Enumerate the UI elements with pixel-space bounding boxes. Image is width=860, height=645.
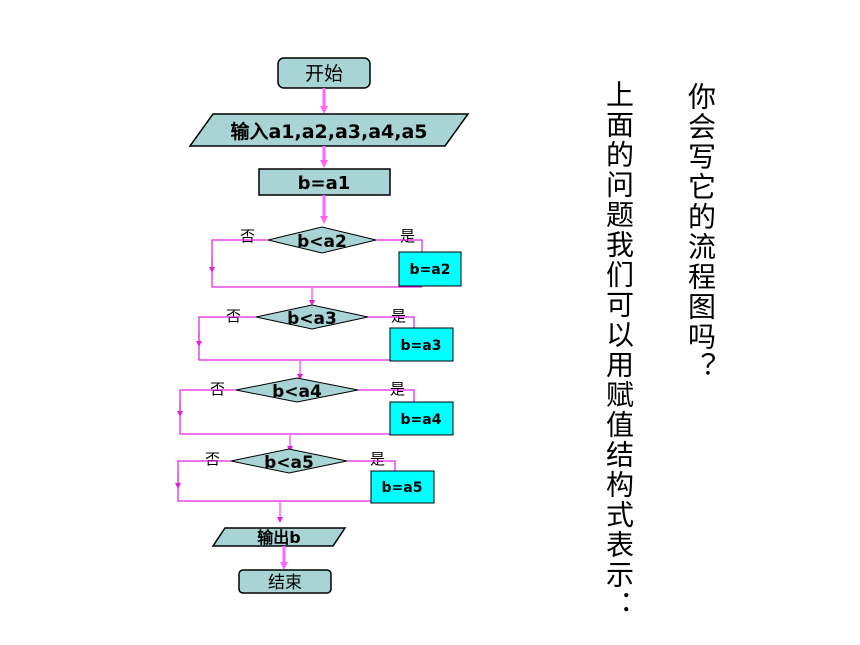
decision-cond-4: b<a5: [264, 453, 314, 473]
output-node: [211, 527, 347, 547]
start-label: 开始: [305, 63, 343, 85]
input-node: [188, 113, 470, 147]
action-node-4: [370, 470, 435, 504]
decision-no-2: 否: [226, 307, 241, 325]
action-label-2: b=a3: [401, 338, 442, 354]
decision-yes-2: 是: [391, 307, 406, 325]
decision-block-1: b<a2 否 是 b=a2: [209, 226, 462, 306]
action-node-2: [389, 327, 454, 362]
decision-no-1: 否: [240, 227, 255, 245]
end-terminal: [238, 569, 332, 594]
init-node: [258, 168, 391, 196]
action-label-1: b=a2: [410, 262, 451, 278]
decision-no-4: 否: [205, 450, 220, 468]
decision-yes-1: 是: [400, 227, 415, 245]
end-label: 结束: [268, 573, 302, 593]
decision-cond-3: b<a4: [272, 382, 322, 402]
decision-cond-2: b<a3: [287, 309, 337, 329]
statement-text: 上面的问题我们可以用赋值结构式表示：: [602, 80, 635, 620]
decision-cond-1: b<a2: [297, 232, 347, 252]
decision-block-2: b<a3 否 是 b=a3: [196, 304, 454, 380]
decision-yes-path-3: [358, 389, 415, 402]
decision-block-3: b<a4 否 是 b=a4: [177, 377, 454, 452]
decision-yes-3: 是: [390, 380, 405, 398]
action-node-3: [389, 401, 454, 436]
input-label: 输入a1,a2,a3,a4,a5: [230, 120, 427, 143]
decision-yes-path-1: [376, 239, 423, 252]
decision-no-3: 否: [210, 380, 225, 398]
action-node-1: [398, 251, 462, 287]
question-text: 你会写它的流程图吗？: [684, 82, 717, 382]
output-label: 输出b: [257, 528, 300, 547]
action-label-4: b=a5: [382, 480, 423, 496]
init-label: b=a1: [298, 173, 351, 194]
decision-block-4: b<a5 否 是 b=a5: [175, 448, 435, 523]
decision-yes-path-2: [368, 316, 415, 328]
decision-yes-4: 是: [370, 450, 385, 468]
decision-yes-path-4: [347, 460, 396, 471]
action-label-3: b=a4: [401, 412, 442, 428]
